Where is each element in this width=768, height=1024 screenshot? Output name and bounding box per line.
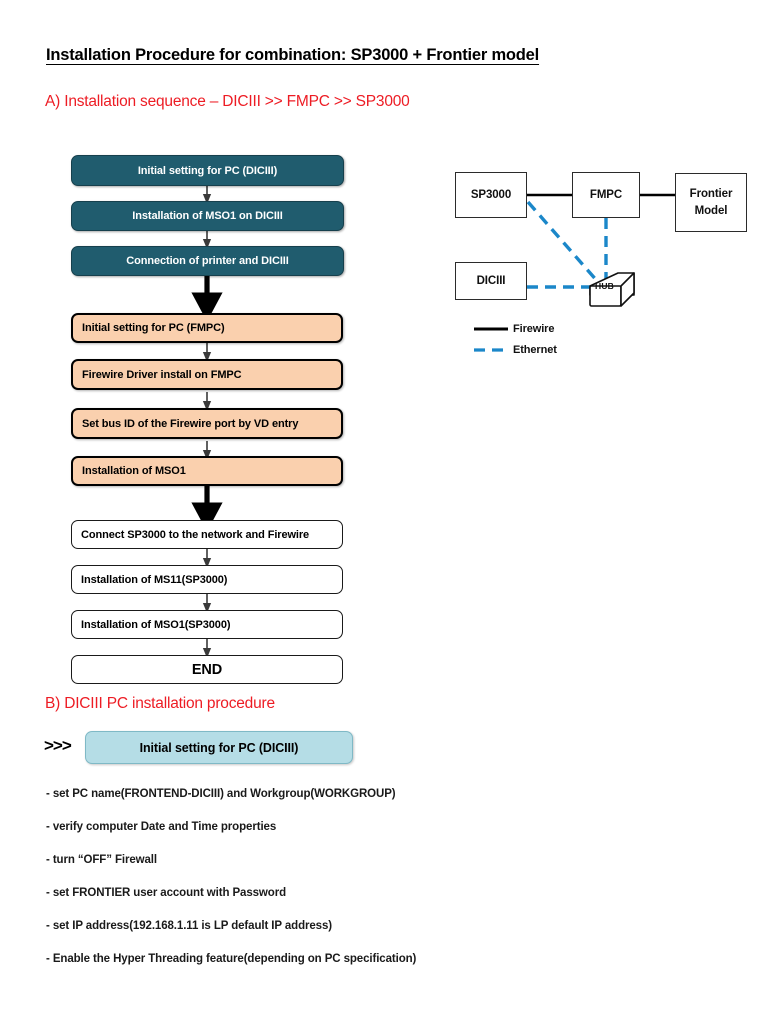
flow-step-install-mso1-sp3000[interactable]: Installation of MSO1(SP3000): [71, 610, 343, 639]
network-node-frontier-model[interactable]: Frontier Model: [675, 173, 747, 232]
section-b-step-box[interactable]: Initial setting for PC (DICIII): [85, 731, 353, 764]
page-title: Installation Procedure for combination: …: [46, 46, 540, 64]
flow-step-end[interactable]: END: [71, 655, 343, 684]
flow-step-install-ms11-sp3000[interactable]: Installation of MS11(SP3000): [71, 565, 343, 594]
list-item: - Enable the Hyper Threading feature(dep…: [46, 953, 417, 965]
section-b-heading: B) DICIII PC installation procedure: [45, 695, 275, 712]
list-item: - set FRONTIER user account with Passwor…: [46, 887, 287, 899]
list-item: - turn “OFF” Firewall: [46, 854, 157, 866]
flow-step-initial-setting-fmpc[interactable]: Initial setting for PC (FMPC): [71, 313, 343, 343]
legend-ethernet-label: Ethernet: [513, 344, 557, 356]
flow-step-set-bus-id[interactable]: Set bus ID of the Firewire port by VD en…: [71, 408, 343, 439]
network-node-fmpc[interactable]: FMPC: [572, 172, 640, 218]
flow-step-initial-setting-diciii[interactable]: Initial setting for PC (DICIII): [71, 155, 344, 186]
legend-firewire-label: Firewire: [513, 323, 555, 335]
flow-step-install-mso1-diciii[interactable]: Installation of MSO1 on DICIII: [71, 201, 344, 231]
network-node-sp3000[interactable]: SP3000: [455, 172, 527, 218]
list-item: - verify computer Date and Time properti…: [46, 821, 277, 833]
network-node-diciii[interactable]: DICIII: [455, 262, 527, 300]
network-topology-diagram: SP3000 FMPC Frontier Model DICIII: [440, 160, 760, 370]
list-item: - set IP address(192.168.1.11 is LP defa…: [46, 920, 332, 932]
network-node-hub-label: HUB: [595, 281, 615, 291]
flowchart-connectors: [191, 186, 223, 659]
flow-step-install-mso1[interactable]: Installation of MSO1: [71, 456, 343, 486]
installation-sequence-flowchart: Initial setting for PC (DICIII) Installa…: [0, 0, 420, 700]
section-a-heading: A) Installation sequence – DICIII >> FMP…: [45, 93, 410, 110]
list-item: - set PC name(FRONTEND-DICIII) and Workg…: [46, 788, 396, 800]
section-b-bullet-list: - set PC name(FRONTEND-DICIII) and Workg…: [46, 778, 706, 976]
flow-step-connect-sp3000[interactable]: Connect SP3000 to the network and Firewi…: [71, 520, 343, 549]
network-connectors: [474, 193, 675, 352]
flow-step-firewire-driver-fmpc[interactable]: Firewire Driver install on FMPC: [71, 359, 343, 390]
flow-step-connect-printer-diciii[interactable]: Connection of printer and DICIII: [71, 246, 344, 276]
chevron-marker-icon: >>>: [44, 736, 72, 755]
